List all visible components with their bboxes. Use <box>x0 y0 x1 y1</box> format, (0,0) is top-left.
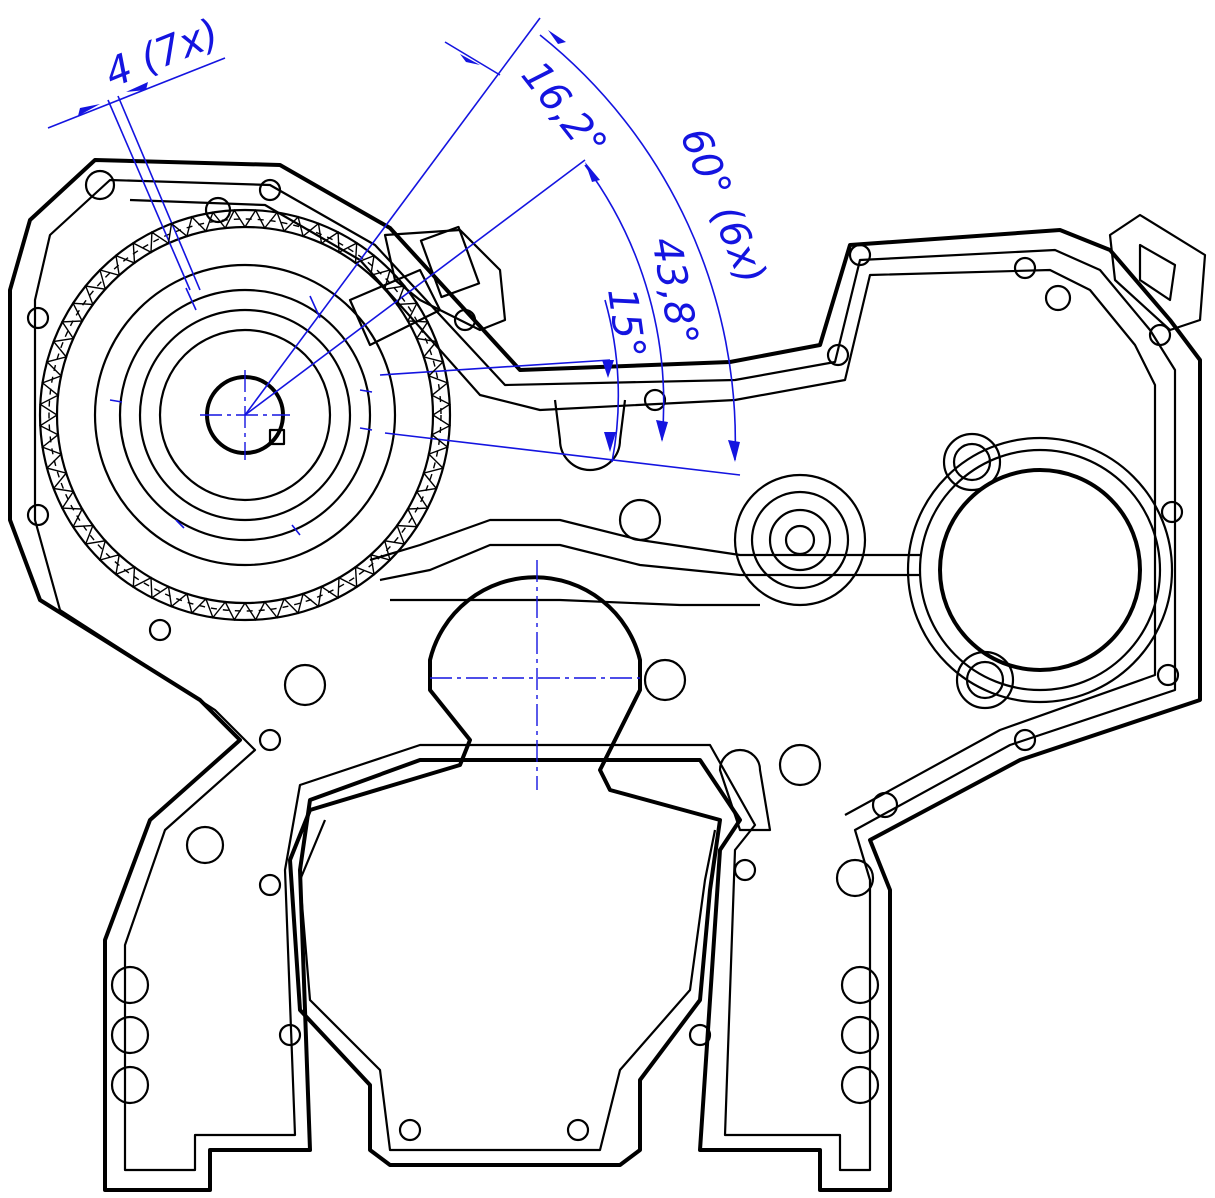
connector <box>1108 213 1207 332</box>
gear-teeth <box>38 208 452 622</box>
label-angle-15: 15° <box>598 285 653 362</box>
bolt-holes <box>26 169 1184 1142</box>
lower-slot <box>553 399 772 832</box>
gear-slot-marks <box>109 287 373 536</box>
label-tooth-width: 4 (7x) <box>99 10 226 97</box>
sensor-boss <box>348 225 507 347</box>
center-lines <box>200 370 640 790</box>
idler-bore <box>733 473 867 607</box>
middle-band <box>369 518 920 607</box>
right-bore <box>906 432 1174 710</box>
lower-opening <box>288 575 722 1167</box>
label-angle-16-2: 16,2° <box>512 53 615 167</box>
label-angle-43-8: 43,8° <box>642 234 706 349</box>
dimensions <box>47 17 741 476</box>
